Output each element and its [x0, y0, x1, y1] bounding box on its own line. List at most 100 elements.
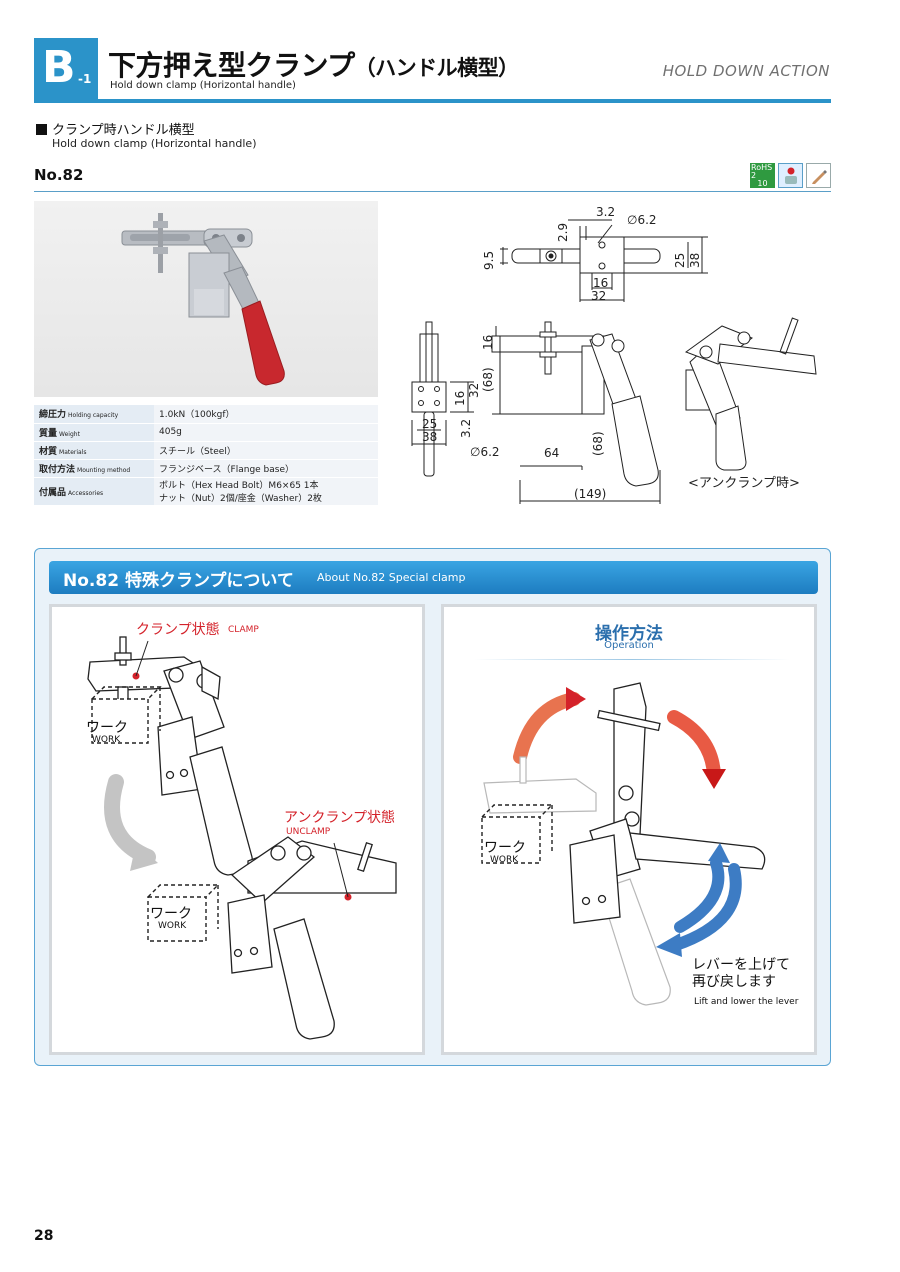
lift-line1: レバーを上げて	[692, 957, 790, 973]
section-heading: クランプ時ハンドル横型	[36, 119, 195, 138]
lift-instruction: レバーを上げて 再び戻します	[692, 957, 790, 991]
dim-label: 16	[593, 276, 608, 290]
work-label: ワーク	[484, 840, 526, 856]
operation-panel: 操作方法 Operation	[441, 604, 817, 1055]
dim-label: ∅6.2	[470, 445, 500, 459]
spec-label-en: Weight	[59, 430, 80, 438]
operation-rule	[474, 659, 790, 660]
dim-label: (149)	[574, 487, 606, 501]
unclamp-label: アンクランプ状態	[284, 810, 396, 826]
spec-label-jp: 質量	[39, 428, 58, 439]
panel-title-bar: No.82 特殊クランプについて About No.82 Special cla…	[49, 561, 818, 594]
dim-label: 64	[544, 446, 559, 460]
model-number: No.82	[34, 166, 84, 184]
dim-label: 16	[481, 335, 495, 350]
dim-label: 32	[467, 383, 481, 398]
section-letter: B	[42, 42, 76, 93]
front-view	[491, 321, 661, 504]
dim-label: (68)	[591, 431, 605, 456]
category-label: HOLD DOWN ACTION	[662, 62, 830, 80]
spec-value: スチール（Steel）	[154, 441, 378, 460]
operation-title-en: Operation	[604, 640, 654, 651]
work-label-en: WORK	[158, 921, 187, 931]
product-photo	[34, 201, 378, 397]
dim-label: 32	[591, 289, 606, 303]
work-label: ワーク	[150, 906, 192, 922]
dim-label: ∅6.2	[627, 213, 657, 227]
work-label-en: WORK	[92, 735, 121, 745]
technical-drawing: 3.2 ∅6.2 2.9 9.5 25 38 16 32 16 (68) 32 …	[395, 196, 835, 516]
top-view	[500, 219, 708, 302]
dim-label: 25	[422, 417, 437, 431]
page-title-paren: （ハンドル横型）	[354, 56, 520, 80]
panel-title: No.82 特殊クランプについて	[63, 571, 294, 591]
clamp-states-panel: クランプ状態 CLAMP ワーク WORK アンクランプ状態 UNCLAMP ワ…	[49, 604, 425, 1055]
pencil-icon	[806, 163, 831, 188]
section-heading-en: Hold down clamp (Horizontal handle)	[52, 137, 257, 150]
clamp-state-illustration	[87, 636, 253, 876]
square-bullet-icon	[36, 124, 47, 135]
clamp-label-en: CLAMP	[228, 625, 259, 635]
spec-label-jp: 材質	[39, 446, 58, 457]
dim-label: 3.2	[459, 419, 473, 438]
spec-value: ボルト（Hex Head Bolt）M6×65 1本ナット（Nut）2個/座金（…	[154, 477, 378, 506]
section-badge: B -1	[34, 38, 98, 100]
rohs-line2: 10	[757, 178, 768, 188]
spec-label-en: Holding capacity	[68, 412, 119, 420]
spec-label-jp: 取付方法	[39, 464, 76, 475]
unclamp-state-illustration	[227, 836, 397, 1040]
special-clamp-panel: No.82 特殊クランプについて About No.82 Special cla…	[34, 548, 831, 1066]
spec-label-jp: 付属品	[39, 487, 67, 498]
header-rule	[34, 99, 831, 103]
rohs-line1: RoHS 2	[751, 162, 773, 180]
spec-value: フランジベース（Flange base）	[154, 459, 378, 478]
section-heading-text: クランプ時ハンドル横型	[52, 123, 195, 138]
person-icon	[778, 163, 803, 188]
page-number: 28	[34, 1228, 54, 1244]
dim-label: 3.2	[596, 205, 615, 219]
unclamp-caption: <アンクランプ時>	[688, 476, 800, 491]
spec-value: 1.0kN（100kgf）	[154, 405, 378, 424]
lift-instruction-en: Lift and lower the lever	[694, 997, 799, 1007]
dim-label: 16	[453, 391, 467, 406]
dim-label: 25	[673, 253, 687, 268]
spec-label-en: Mounting method	[77, 466, 131, 474]
spec-label-en: Materials	[59, 448, 87, 456]
spec-value-line2: ナット（Nut）2個/座金（Washer）2枚	[159, 494, 322, 504]
unclamp-view	[684, 317, 817, 471]
rohs-badge: RoHS 2 10	[750, 163, 775, 188]
work-label: ワーク	[86, 720, 128, 736]
badge-row: RoHS 2 10	[750, 163, 831, 188]
dim-label: 38	[422, 430, 437, 444]
spec-label-en: Accessories	[68, 489, 104, 497]
dim-label: 9.5	[482, 251, 496, 270]
lift-line2: 再び戻します	[692, 974, 776, 990]
page-title-main: 下方押え型クランプ	[108, 49, 355, 82]
lever-illustration	[569, 682, 766, 924]
clamp-label: クランプ状態	[136, 622, 220, 638]
spec-label-jp: 締圧力	[39, 410, 67, 421]
unclamp-label-en: UNCLAMP	[286, 827, 331, 837]
page-title: 下方押え型クランプ（ハンドル横型）	[108, 44, 519, 84]
model-rule	[34, 191, 831, 192]
operation-title: 操作方法	[595, 624, 663, 644]
work-label-en: WORK	[490, 855, 519, 865]
dim-label: 38	[688, 253, 702, 268]
spec-value: 405g	[154, 423, 378, 442]
dim-label: 2.9	[556, 223, 570, 242]
dim-label: (68)	[481, 367, 495, 392]
section-sub: -1	[78, 72, 92, 86]
side-view	[411, 321, 474, 477]
page-title-en: Hold down clamp (Horizontal handle)	[110, 80, 296, 91]
